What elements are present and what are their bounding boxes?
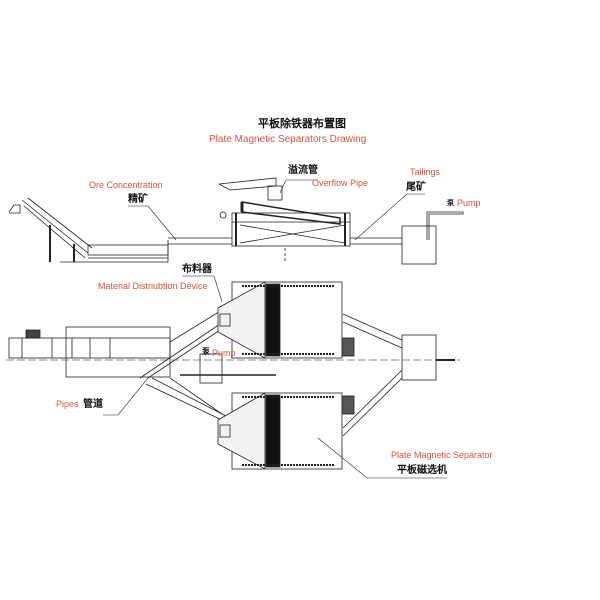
title-en: Plate Magnetic Separators Drawing	[209, 134, 367, 145]
separator-en: Plate Magnetic Separator	[391, 450, 493, 460]
separator-side	[218, 177, 351, 262]
pump-top-en: Pump	[457, 198, 481, 208]
ore-concentration-en: Ore Concentration	[89, 180, 163, 190]
pump-mid-en: Pump	[212, 348, 236, 358]
tailings-zh: 尾矿	[406, 182, 426, 193]
leader-lines	[103, 179, 447, 479]
separator-top	[217, 281, 355, 359]
pump-top-zh: 泵	[447, 199, 454, 207]
pipe-line	[168, 237, 402, 245]
tailings-box-plan	[342, 313, 455, 437]
tailings-tank	[401, 211, 464, 265]
tailings-en: Tailings	[410, 167, 441, 177]
separator-zh: 平板磁选机	[397, 465, 447, 476]
plan-view	[6, 281, 460, 470]
pipes-zh: 管道	[83, 399, 103, 410]
side-view	[8, 177, 464, 265]
ore-concentration-zh: 精矿	[128, 194, 148, 205]
title-zh: 平板除铁器布置图	[258, 117, 346, 130]
feed-conveyor	[8, 326, 171, 378]
separator-bottom	[217, 392, 355, 470]
distribution-device-zh: 布料器	[182, 264, 212, 275]
pump-mid-zh: 泵	[202, 347, 210, 356]
pipes	[6, 309, 460, 423]
overflow-pipe-en: Overflow Pipe	[312, 178, 369, 188]
pump-box	[199, 353, 223, 384]
inclined-conveyor	[8, 197, 169, 263]
overflow-pipe-zh: 溢流管	[288, 165, 318, 176]
pipes-en: Pipes	[56, 399, 79, 409]
distribution-device-en: Material Distriubtion Device	[98, 281, 208, 291]
